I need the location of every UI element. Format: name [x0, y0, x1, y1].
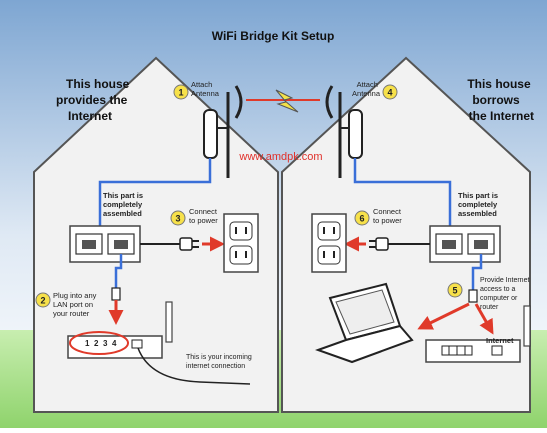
step-1-label: Attach Antenna: [191, 80, 220, 98]
left-ethernet-cable: [114, 254, 123, 290]
step-6-label: Connect to power: [373, 207, 403, 225]
right-house-heading: This house borrows the Internet: [467, 77, 534, 123]
left-bridge-module: [69, 225, 141, 263]
right-bridge-module: [429, 225, 501, 263]
website-url: www.amdpk.com: [238, 151, 322, 163]
step-2-callout: 2 Plug into any LAN port on your router: [35, 291, 98, 318]
left-assembled-label: This part is completely assembled: [103, 191, 145, 218]
left-antenna-cable: [98, 158, 212, 226]
svg-text:5: 5: [452, 286, 457, 296]
left-house-heading: This house provides the Internet: [56, 77, 133, 123]
incoming-connection-label: This is your incoming internet connectio…: [186, 354, 254, 370]
diagram-title: WiFi Bridge Kit Setup: [212, 29, 335, 43]
svg-text:4: 4: [387, 88, 392, 98]
left-power-plug-icon: [179, 237, 199, 251]
left-router: [67, 301, 173, 359]
lan-ports-highlight: [69, 331, 129, 355]
step-3-badge: [170, 210, 186, 226]
step-1-callout: 1 Attach Antenna: [173, 80, 220, 100]
step-6-badge: [354, 210, 370, 226]
right-router-internet-label: Internet: [486, 336, 514, 345]
laptop-icon: [315, 282, 414, 364]
to-router-arrow: [474, 303, 494, 335]
svg-text:1: 1: [178, 88, 183, 98]
right-router: [425, 305, 531, 363]
step-4-label: Attach Antenna: [352, 80, 381, 98]
svg-text:6: 6: [359, 214, 364, 224]
step-6-callout: 6 Connect to power: [354, 207, 403, 226]
right-power-plug-icon: [369, 237, 389, 251]
step-1-badge: [173, 84, 189, 100]
step-2-label: Plug into any LAN port on your router: [53, 291, 98, 318]
right-ethernet-cable: [471, 254, 483, 292]
step-3-label: Connect to power: [189, 207, 219, 225]
left-ethernet-plug-icon: [111, 287, 121, 301]
incoming-internet-cable: [137, 347, 251, 385]
right-wall-outlet: [311, 213, 347, 273]
step-5-badge: [447, 282, 463, 298]
step-5-label: Provide Internet access to a computer or…: [480, 277, 531, 311]
step-3-callout: 3 Connect to power: [170, 207, 219, 226]
step-4-badge: [382, 84, 398, 100]
svg-text:3: 3: [175, 214, 180, 224]
step-2-badge: [35, 292, 51, 308]
to-laptop-arrow: [417, 302, 470, 330]
step-5-callout: 5 Provide Internet access to a computer …: [447, 277, 531, 311]
step-4-callout: 4 Attach Antenna: [352, 80, 398, 100]
left-wall-outlet: [223, 213, 259, 273]
svg-text:2: 2: [40, 296, 45, 306]
lan-port-numbers: 1 2 3 4: [85, 339, 117, 348]
right-assembled-label: This part is completely assembled: [458, 191, 500, 218]
right-ethernet-plug-icon: [468, 289, 478, 303]
right-antenna-cable: [353, 158, 452, 226]
lightning-icon: [275, 89, 299, 113]
